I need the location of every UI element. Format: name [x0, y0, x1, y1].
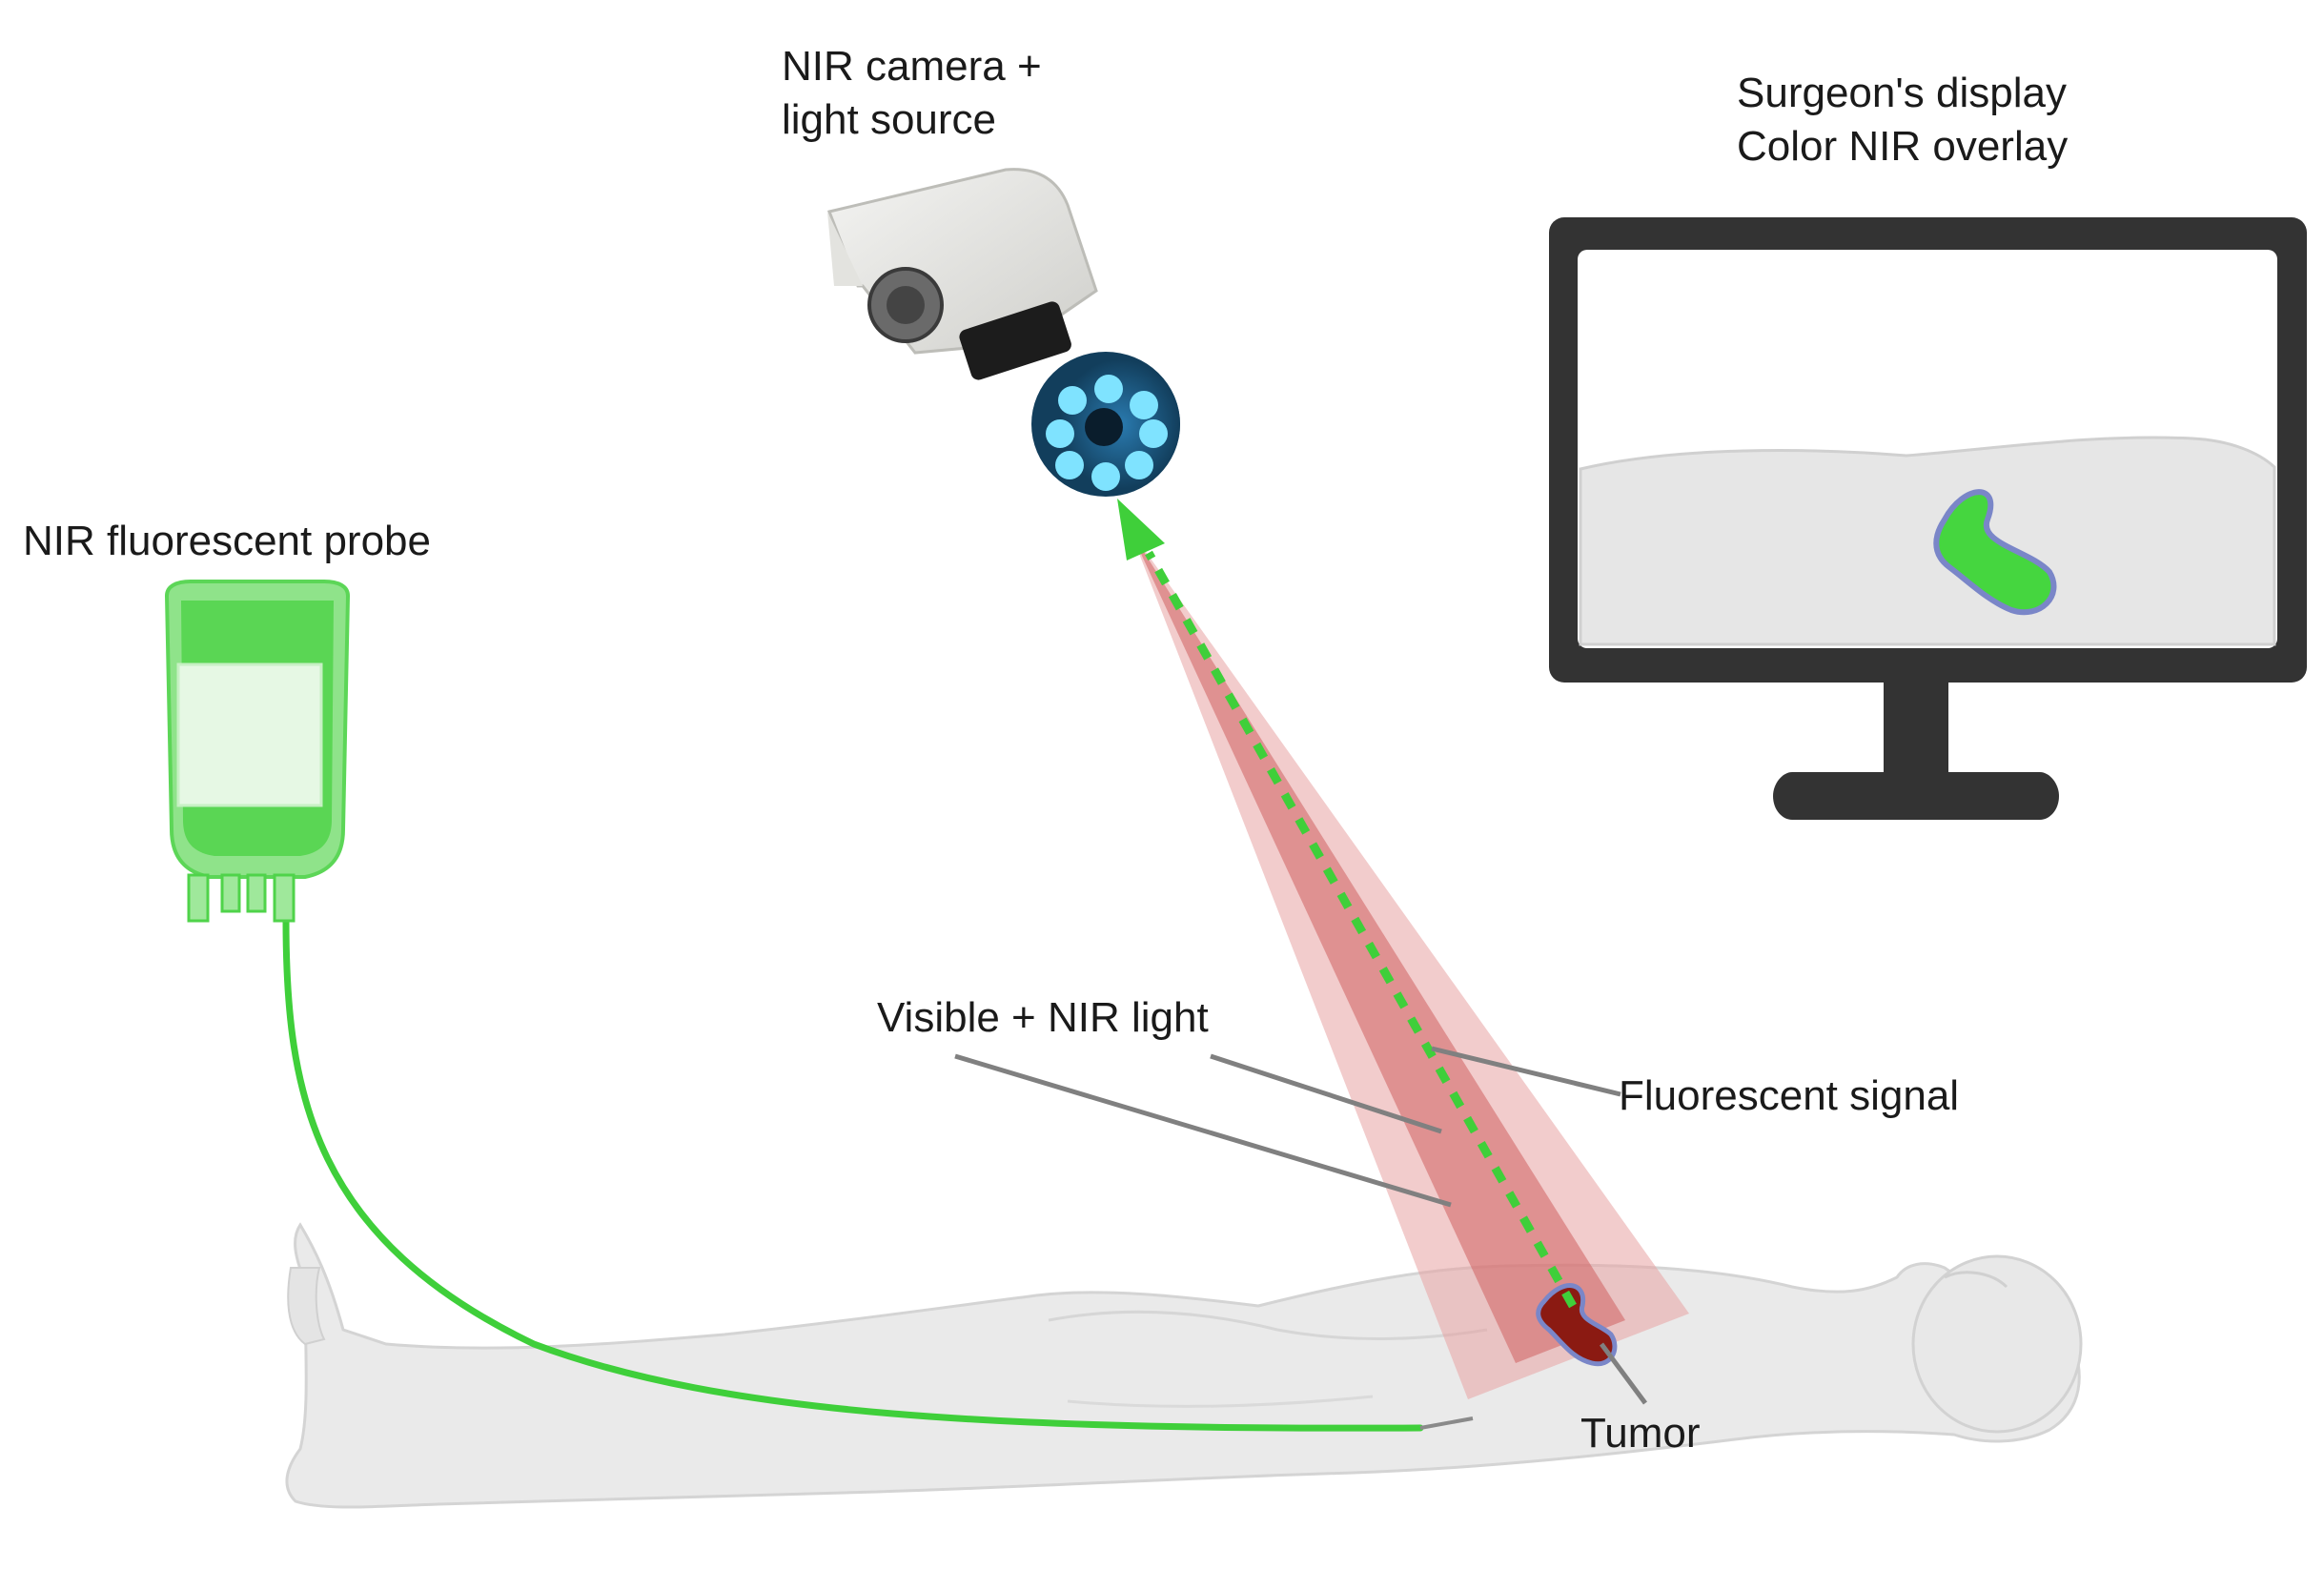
patient-body-icon	[285, 1222, 2083, 1509]
camera-label-line1: NIR camera +	[782, 43, 1042, 90]
fluorescent-signal-label: Fluorescent signal	[1619, 1072, 1959, 1119]
visible-light-leader-2	[1210, 1053, 1442, 1134]
fluorescent-signal-leader	[1431, 1046, 1621, 1097]
iv-bag-icon	[164, 580, 351, 923]
led-1	[1058, 386, 1087, 415]
monitor-icon	[1549, 217, 2307, 820]
display-label-line2: Color NIR overlay	[1737, 123, 2068, 170]
display-tumor-overlay	[1933, 489, 2057, 616]
led-2	[1094, 375, 1123, 403]
led-6	[1091, 462, 1120, 491]
camera-label-line2: light source	[782, 96, 996, 143]
led-3	[1130, 391, 1158, 419]
bag-label	[176, 662, 323, 807]
display-label-line1: Surgeon's display	[1737, 70, 2067, 116]
led-7	[1055, 451, 1084, 479]
visible-light-leader-1	[954, 1053, 1452, 1208]
led-5	[1125, 451, 1153, 479]
fluorescent-signal-arrow	[1145, 550, 1577, 1309]
probe-label: NIR fluorescent probe	[23, 518, 431, 564]
visible-light-label: Visible + NIR light	[877, 994, 1209, 1041]
iv-tube-line	[282, 916, 1424, 1432]
nir-camera-icon	[826, 168, 1180, 497]
tumor-label: Tumor	[1580, 1410, 1701, 1457]
light-beam	[1130, 529, 1689, 1399]
led-8	[1046, 419, 1074, 448]
led-4	[1139, 419, 1168, 448]
tumor	[1536, 1283, 1618, 1367]
arrowhead	[1117, 499, 1165, 560]
tumor-leader	[1599, 1342, 1648, 1405]
needle	[1419, 1416, 1474, 1430]
